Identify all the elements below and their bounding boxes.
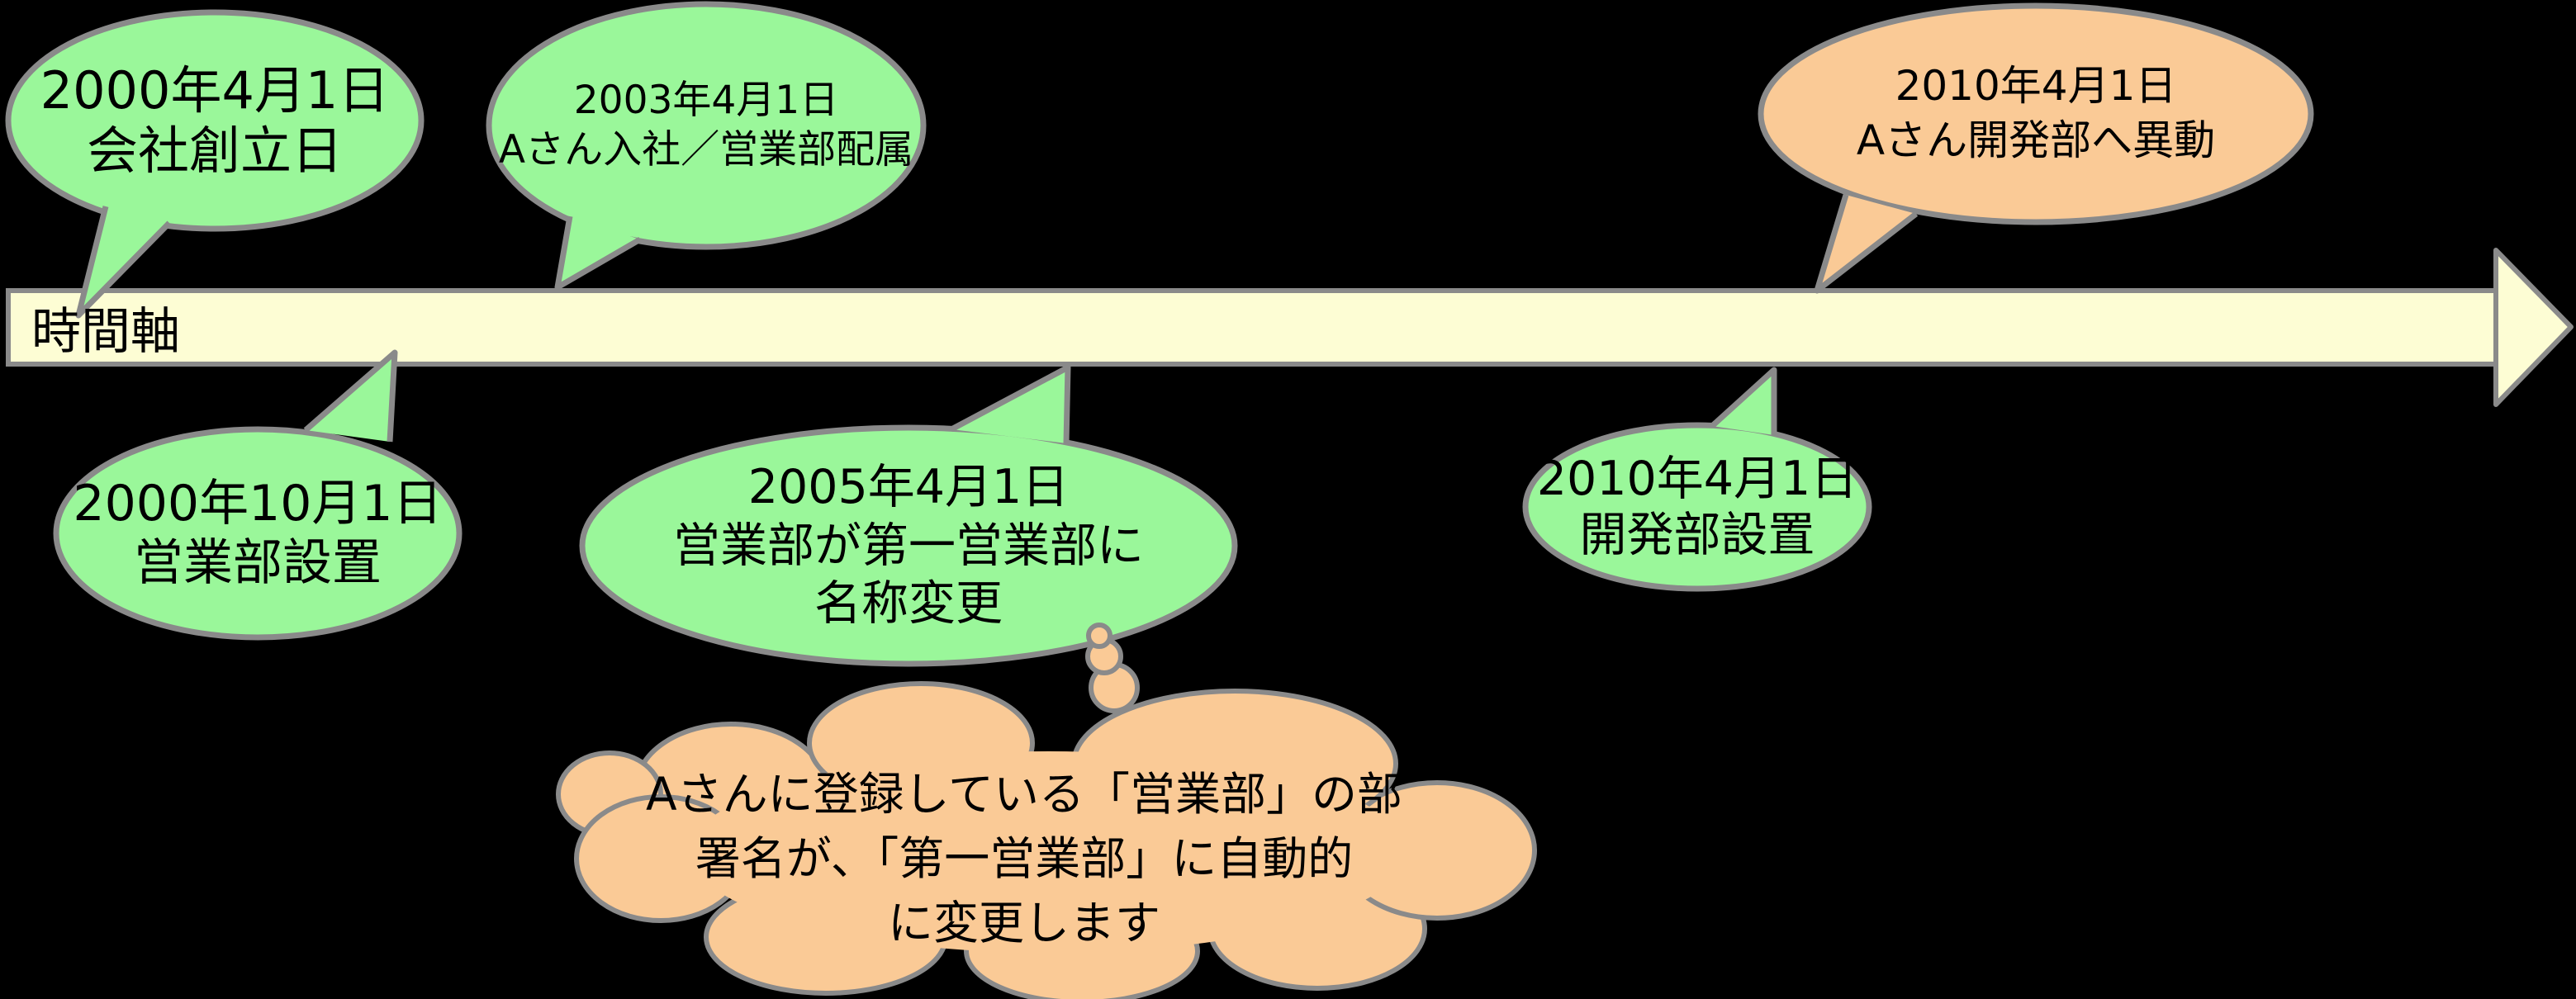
bubble-sales-dept-renamed-ellipse [579,424,1238,667]
bubble-sales-dept-established-tail [303,349,398,443]
bubble-dev-dept-established-tail [1710,367,1777,435]
time-axis-band [6,288,2498,367]
bubble-a-moves-to-dev-tail [1814,193,1919,294]
bubble-company-founded-ellipse [5,9,425,232]
bubble-a-joins-sales-ellipse [486,1,927,250]
cloud-interior [690,751,1408,953]
bubble-a-moves-to-dev-ellipse [1758,2,2314,225]
time-axis-arrow [6,248,2574,407]
time-axis-arrowhead-icon [2493,248,2574,407]
bubble-a-joins-sales-tail [554,215,642,291]
bubble-sales-dept-renamed [579,364,1238,667]
thought-trail-circle-small [1086,623,1112,649]
bubble-sales-dept-established [53,349,463,641]
bubble-a-moves-to-dev [1758,2,2314,294]
bubble-sales-dept-established-ellipse [53,426,463,641]
thought-trail [1085,623,1140,713]
bubble-company-founded [5,9,425,319]
bubble-company-founded-tail [75,206,172,319]
bubble-dev-dept-established-ellipse [1522,422,1872,592]
bubble-a-joins-sales [486,1,927,291]
bubble-sales-dept-renamed-tail [950,364,1071,444]
bubble-dev-dept-established [1522,367,1872,592]
thought-cloud [556,681,1537,999]
